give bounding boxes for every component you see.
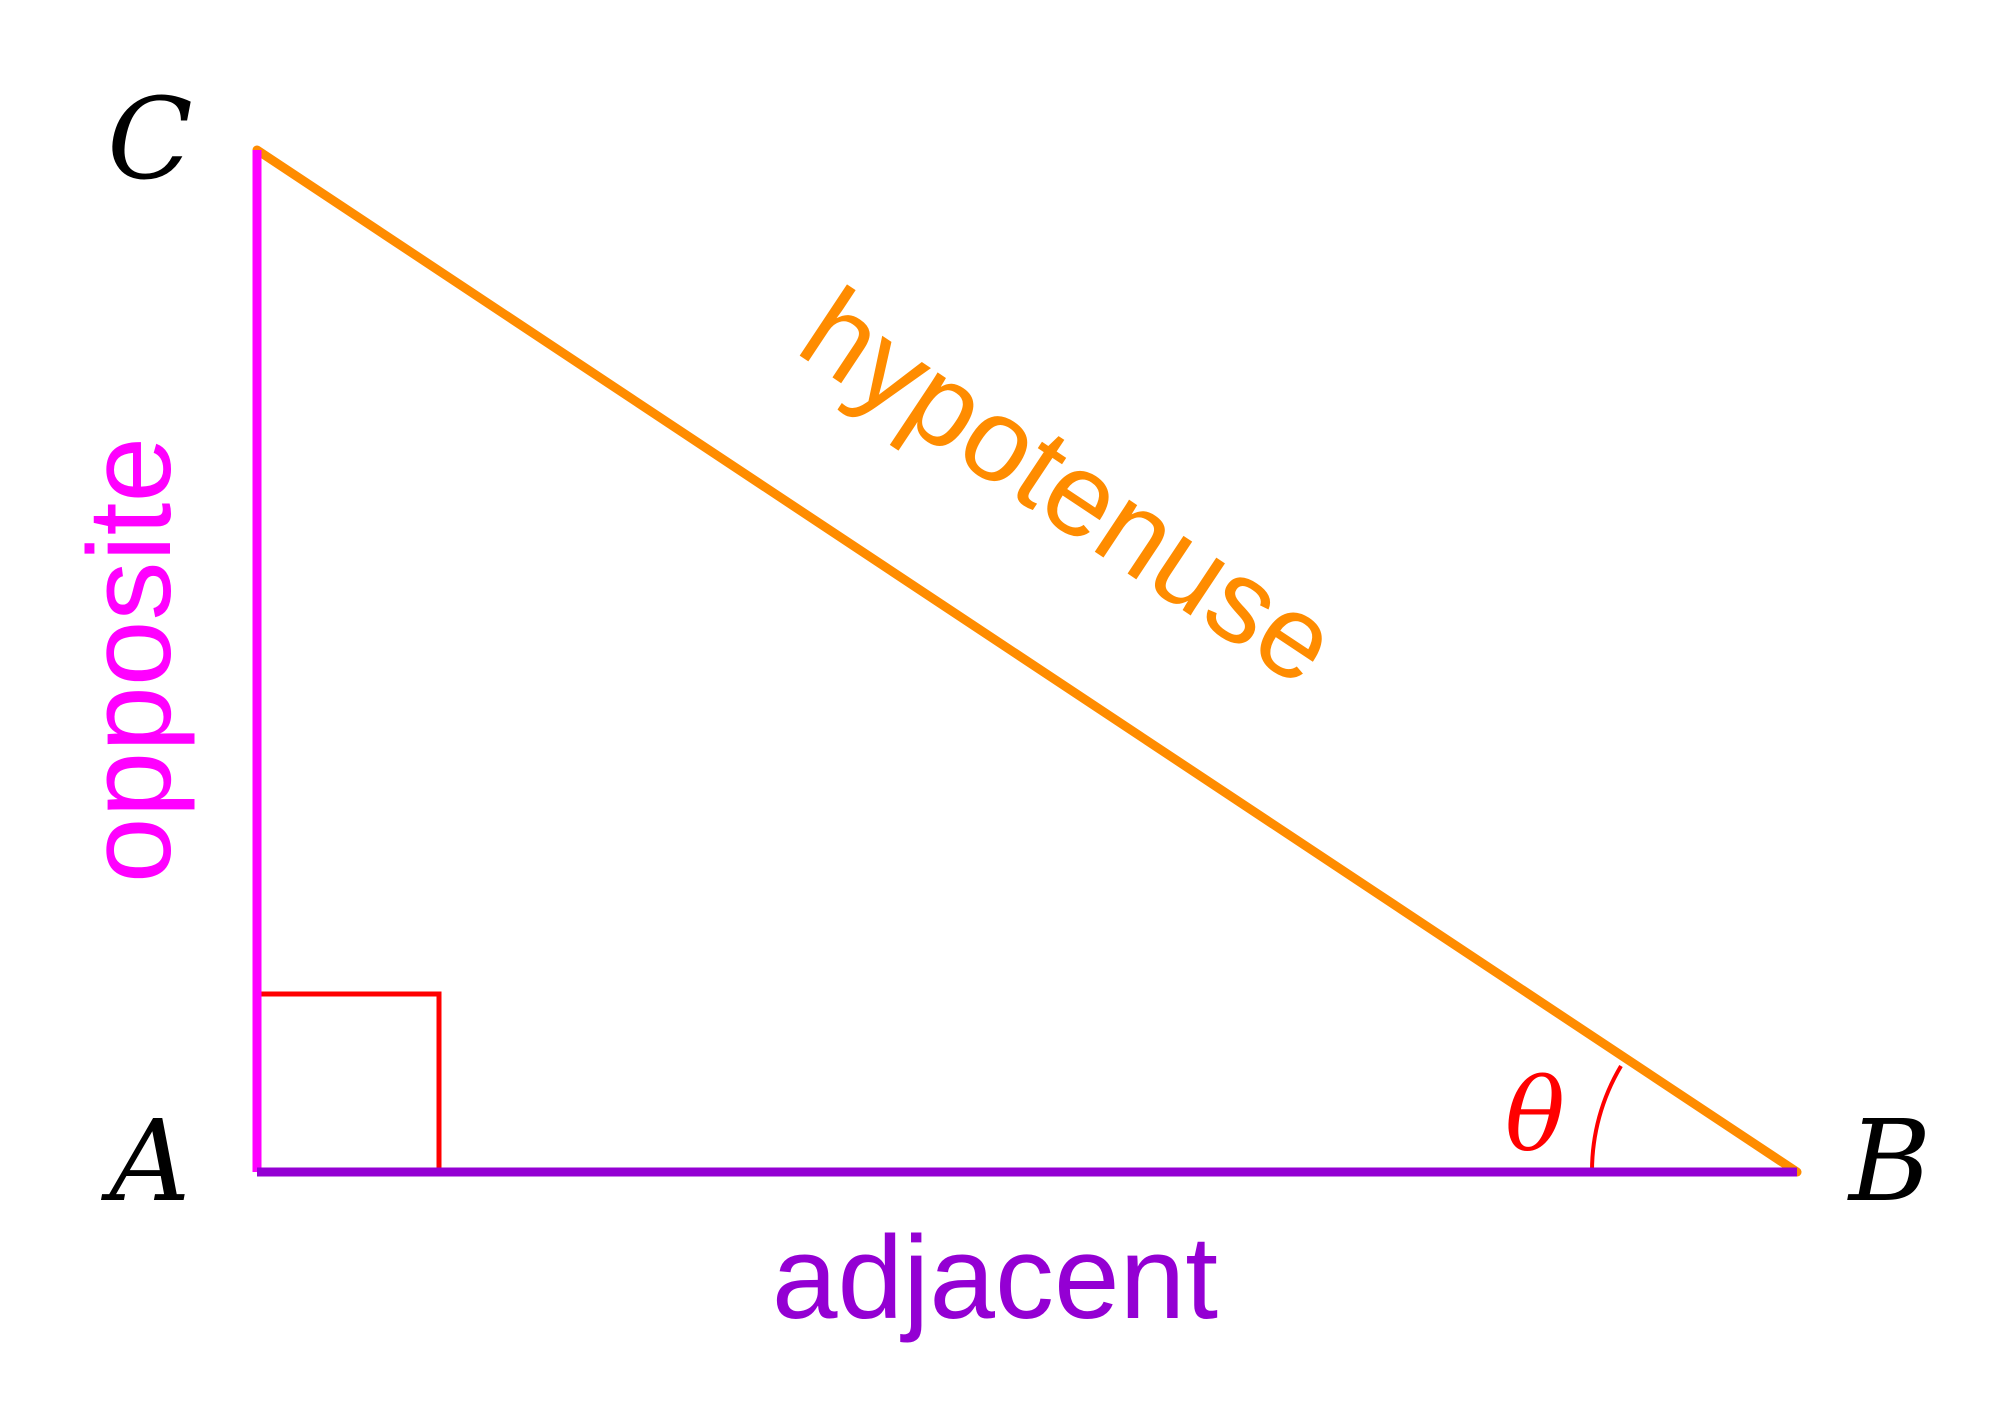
vertex-label-c: C bbox=[107, 75, 193, 205]
hypotenuse-label: hypotenuse bbox=[778, 263, 1359, 711]
right-angle-marker bbox=[257, 991, 442, 1172]
vertex-label-b: B bbox=[1847, 1097, 1931, 1227]
opposite-label: opposite bbox=[64, 437, 196, 883]
vertex-label-a: A bbox=[101, 1097, 191, 1227]
hypotenuse-side bbox=[252, 145, 1802, 1177]
angle-theta-label: θ bbox=[1505, 1057, 1565, 1174]
angle-arc bbox=[1589, 1064, 1623, 1173]
adjacent-label: adjacent bbox=[772, 1212, 1218, 1344]
